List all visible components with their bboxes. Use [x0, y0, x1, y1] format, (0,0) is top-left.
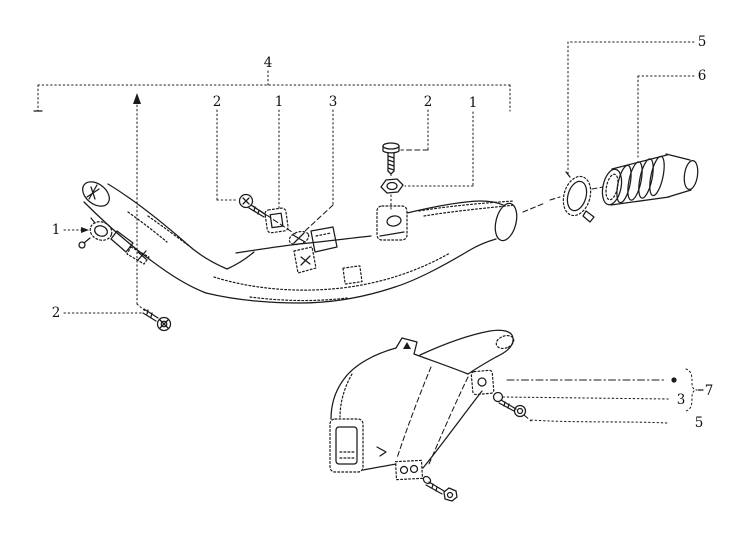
screw-top-right-part	[382, 142, 400, 175]
clamp-left-part	[78, 217, 113, 249]
callout-fastener-group: 7	[705, 383, 714, 399]
hose-clamp-part	[562, 171, 595, 223]
screw-top-part	[238, 193, 267, 218]
screw-lower-right-part	[492, 391, 532, 422]
callout-screw-top-right: 2	[424, 94, 433, 110]
leader-assembly-arrow	[133, 93, 146, 312]
callout-nut-top-right: 1	[469, 95, 478, 111]
alignment-axis-hose	[522, 186, 604, 213]
callout-assembly-group: 4	[264, 55, 273, 71]
callout-clamp-left: 1	[52, 222, 61, 238]
leader-spacer-top	[304, 109, 334, 232]
spacer-lower-right-part	[470, 369, 495, 396]
callout-clamp-top: 1	[275, 94, 284, 110]
leader-fastener-group	[502, 368, 704, 412]
callout-hose-clamp: 5	[698, 34, 707, 50]
callout-spacer-lower-right: 3	[677, 392, 686, 408]
nut-top-right-part	[380, 178, 404, 194]
callout-bellows-hose: 6	[698, 68, 707, 84]
screw-left-part	[142, 308, 172, 332]
leader-nut-top-right	[404, 111, 474, 187]
lower-duct-part	[329, 329, 515, 481]
leader-screw-top-right	[400, 109, 429, 151]
bellows-hose-part	[601, 153, 699, 206]
leader-screw-top	[216, 109, 238, 201]
leader-screw-lower-right	[530, 419, 668, 424]
upper-duct-part	[82, 181, 518, 304]
callout-spacer-top: 3	[329, 94, 338, 110]
group-bracket-4	[33, 70, 511, 112]
leader-hose-clamp	[567, 41, 695, 176]
bottom-screw-part	[422, 475, 458, 502]
callout-screw-top: 2	[213, 94, 222, 110]
callout-screw-lower-right: 5	[695, 415, 704, 431]
callout-screw-left: 2	[52, 305, 61, 321]
leader-bellows-hose	[637, 75, 695, 158]
leader-clamp-left	[63, 227, 89, 233]
